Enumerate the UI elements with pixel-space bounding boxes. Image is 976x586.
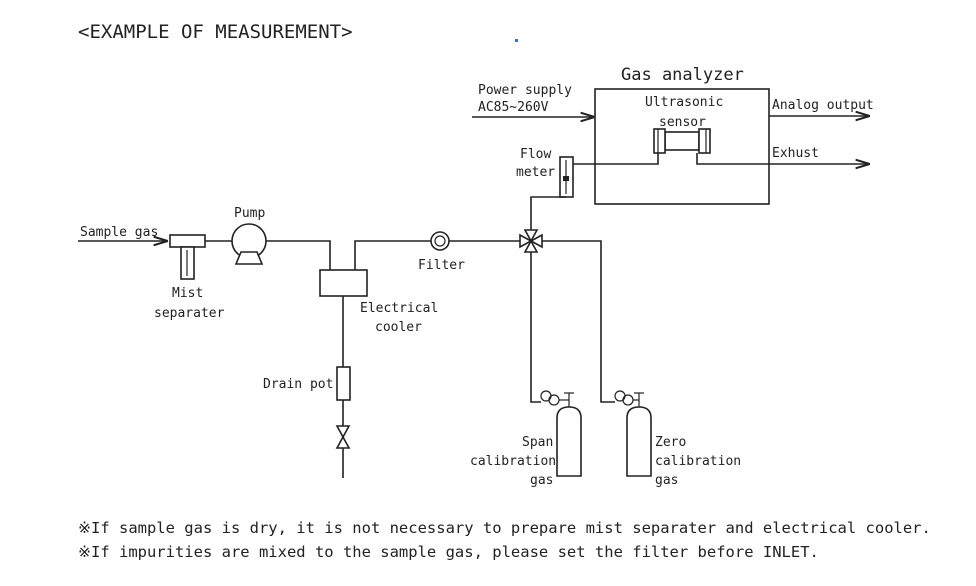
pump-icon xyxy=(231,223,267,265)
blue-dot xyxy=(515,39,518,42)
zero-gas-label: gas xyxy=(655,473,678,488)
ultrasonic-label: Ultrasonic xyxy=(645,95,723,110)
cooler-to-filter-line xyxy=(354,240,432,270)
analog-output-label: Analog output xyxy=(772,98,874,113)
note-dry-gas: ※If sample gas is dry, it is not necessa… xyxy=(78,519,931,537)
valve-to-zero-gas-line xyxy=(542,240,615,403)
span-calibration-label: calibration xyxy=(470,454,556,469)
flow-label: Flow xyxy=(520,147,551,162)
mist-separater-icon xyxy=(169,234,206,280)
pump-to-cooler-line xyxy=(266,240,331,270)
electrical-cooler-box xyxy=(319,269,368,297)
mist-label: Mist xyxy=(172,286,203,301)
three-way-valve-icon xyxy=(519,229,543,253)
filter-label: Filter xyxy=(418,258,465,273)
span-label: Span xyxy=(522,435,553,450)
drain-valve-icon xyxy=(335,425,351,449)
span-gas-label: gas xyxy=(530,473,553,488)
zero-calibration-label: calibration xyxy=(655,454,741,469)
span-gas-cylinder-icon xyxy=(540,390,582,477)
sensor-label: sensor xyxy=(659,115,706,130)
exhaust-line xyxy=(696,153,870,164)
flow-meter-icon xyxy=(559,156,574,198)
filter-icon xyxy=(430,231,450,251)
pump-label: Pump xyxy=(234,206,265,221)
diagram-title: <EXAMPLE OF MEASUREMENT> xyxy=(78,21,353,43)
drain-pot-box xyxy=(336,366,351,401)
flowmeter-to-sensor-line xyxy=(573,153,659,165)
power-voltage-label: AC85~260V xyxy=(478,100,549,115)
electrical-label: Electrical xyxy=(360,301,438,316)
valve-to-flowmeter-line xyxy=(530,196,566,230)
valve-to-span-gas-line xyxy=(530,252,541,403)
drain-pot-label: Drain pot xyxy=(263,377,333,392)
zero-gas-cylinder-icon xyxy=(614,390,652,477)
exhaust-label: Exhust xyxy=(772,146,819,161)
zero-label: Zero xyxy=(655,435,686,450)
power-supply-label: Power supply xyxy=(478,83,572,98)
cooler-label: cooler xyxy=(375,320,422,335)
gas-analyzer-label: Gas analyzer xyxy=(621,65,744,85)
sample-gas-label: Sample gas xyxy=(80,225,158,240)
note-impurities: ※If impurities are mixed to the sample g… xyxy=(78,543,819,561)
separater-label: separater xyxy=(154,306,225,321)
meter-label: meter xyxy=(516,165,555,180)
ultrasonic-sensor-icon xyxy=(653,128,711,154)
